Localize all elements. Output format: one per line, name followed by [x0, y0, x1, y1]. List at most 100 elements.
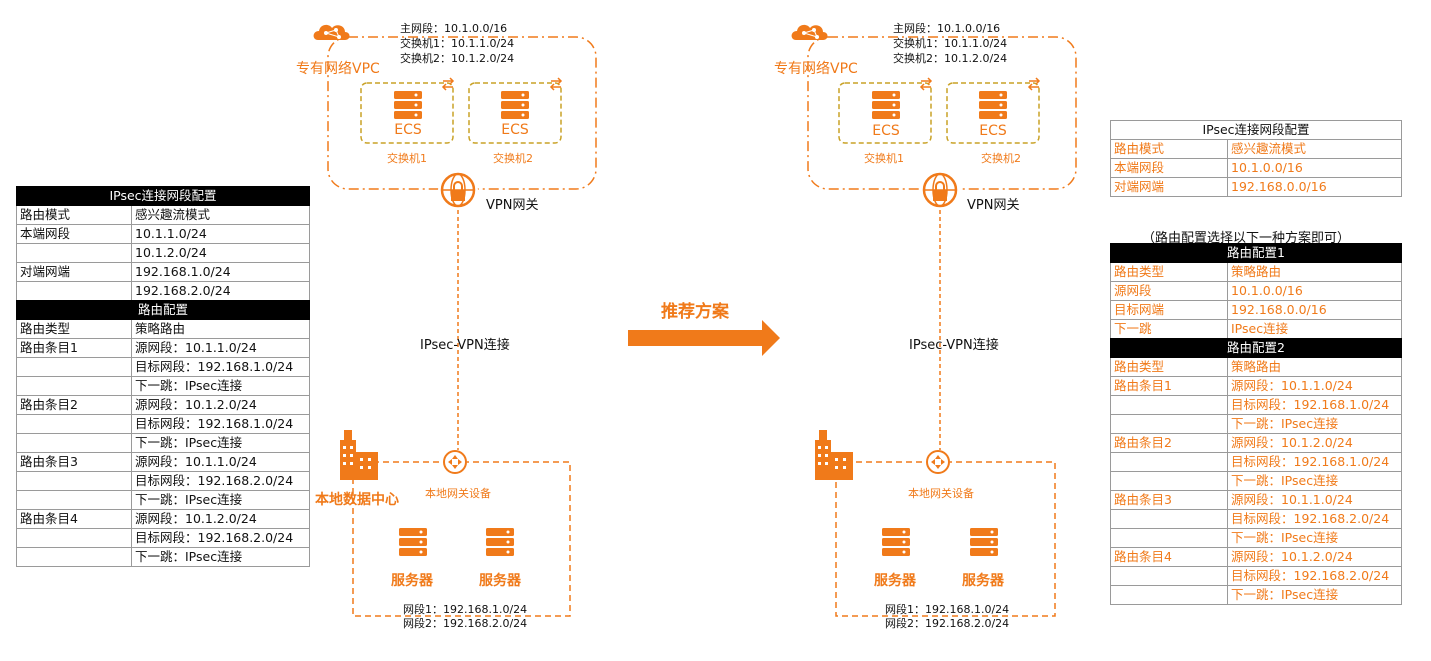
- left-gateway-device-label: 本地网关设备: [425, 487, 491, 500]
- table-row: 下一跳：IPsec连接: [16, 376, 311, 396]
- right-diagram: [791, 24, 1077, 617]
- right-ecs2-label: ECS: [979, 123, 1007, 139]
- table-cell: [16, 471, 132, 491]
- table-cell: 对端网端: [1110, 177, 1228, 197]
- left-building-icon: [340, 430, 378, 480]
- right-route2-table-title: 路由配置2: [1109, 338, 1403, 358]
- right-vpc-boundary: [807, 36, 1077, 190]
- table-row: 目标网段：192.168.2.0/24: [1110, 509, 1403, 529]
- table-cell: 目标网段：192.168.2.0/24: [130, 528, 311, 548]
- table-cell: 10.1.1.0/24: [131, 224, 310, 244]
- table-cell: 路由模式: [1110, 139, 1228, 159]
- right-ecs1-label: ECS: [872, 123, 900, 139]
- right-ipsec-connection-label: IPsec-VPN连接: [909, 338, 999, 353]
- table-cell: 192.168.0.0/16: [1227, 177, 1402, 197]
- table-cell: [16, 433, 132, 453]
- table-cell: 策略路由: [1226, 357, 1403, 377]
- table-cell: 192.168.1.0/24: [131, 262, 310, 282]
- table-cell: [1110, 528, 1228, 548]
- table-cell: 下一跳：IPsec连接: [130, 433, 311, 453]
- table-cell: 路由条目3: [1110, 490, 1228, 510]
- table-cell: 下一跳：IPsec连接: [130, 376, 311, 396]
- table-cell: 感兴趣流模式: [131, 205, 310, 225]
- table-row: 目标网段：192.168.1.0/24: [16, 357, 311, 377]
- left-ipsec-table-title: IPsec连接网段配置: [16, 186, 310, 206]
- left-vpc-boundary: [327, 36, 597, 190]
- table-row: 路由类型策略路由: [1110, 262, 1403, 282]
- table-cell: 感兴趣流模式: [1227, 139, 1402, 159]
- table-row: 下一跳：IPsec连接: [1110, 414, 1403, 434]
- right-vpc-label: 专有网络VPC: [774, 61, 858, 77]
- left-cloud-icon: [313, 24, 350, 41]
- table-cell: [1110, 414, 1228, 434]
- table-cell: 路由类型: [1110, 357, 1228, 377]
- left-vpc-label: 专有网络VPC: [296, 61, 380, 77]
- right-segment1: 网段1：192.168.1.0/24: [885, 603, 1010, 616]
- table-cell: 策略路由: [1226, 262, 1403, 282]
- table-cell: 源网段：10.1.2.0/24: [1226, 547, 1403, 567]
- right-ecs1-server-icon: [872, 91, 900, 119]
- table-cell: 本端网段: [16, 224, 132, 244]
- table-cell: [16, 547, 132, 567]
- left-vpc-switch2-cidr: 交换机2：10.1.2.0/24: [400, 52, 515, 65]
- table-row: 路由类型策略路由: [1110, 357, 1403, 377]
- table-cell: [1110, 452, 1228, 472]
- left-ipsec-connection-label: IPsec-VPN连接: [420, 338, 510, 353]
- table-cell: 路由条目1: [1110, 376, 1228, 396]
- table-cell: 路由条目2: [1110, 433, 1228, 453]
- left-switch1-box: [360, 82, 454, 144]
- recommend-label: 推荐方案: [661, 302, 729, 322]
- table-cell: 目标网端: [1110, 300, 1228, 320]
- table-cell: 源网段：10.1.1.0/24: [1226, 490, 1403, 510]
- table-cell: 目标网段：192.168.2.0/24: [130, 471, 311, 491]
- table-row: 目标网段：192.168.2.0/24: [16, 471, 311, 491]
- left-segment1: 网段1：192.168.1.0/24: [403, 603, 528, 616]
- table-cell: [16, 243, 132, 263]
- table-row: 路由类型策略路由: [16, 319, 311, 339]
- left-idc-label: 本地数据中心: [315, 492, 399, 508]
- table-cell: 下一跳：IPsec连接: [130, 547, 311, 567]
- table-cell: 路由模式: [16, 205, 132, 225]
- left-vpc-switch1-cidr: 交换机1：10.1.1.0/24: [400, 37, 515, 50]
- table-cell: 192.168.2.0/24: [131, 281, 310, 301]
- table-cell: 目标网段：192.168.1.0/24: [1226, 452, 1403, 472]
- right-ecs2-server-icon: [979, 91, 1007, 119]
- right-vpc-info: 主网段：10.1.0.0/16 交换机1：10.1.1.0/24 交换机2：10…: [893, 21, 1007, 66]
- table-cell: 源网段：10.1.1.0/24: [130, 452, 311, 472]
- table-cell: 源网段：10.1.1.0/24: [130, 338, 311, 358]
- left-switch1-label: 交换机1: [387, 152, 427, 165]
- left-vpn-gateway-label: VPN网关: [486, 198, 539, 213]
- left-ecs1-server-icon: [394, 91, 422, 119]
- left-diagram: [313, 24, 597, 617]
- table-row: 192.168.2.0/24: [16, 281, 310, 301]
- right-server2-label: 服务器: [962, 573, 1004, 589]
- left-server2-label: 服务器: [479, 573, 521, 589]
- table-cell: 下一跳：IPsec连接: [1226, 585, 1403, 605]
- recommend-arrow: [628, 320, 780, 356]
- left-server1-icon: [399, 528, 427, 556]
- table-cell: [1110, 566, 1228, 586]
- right-server1-icon: [882, 528, 910, 556]
- right-segments: 网段1：192.168.1.0/24 网段2：192.168.2.0/24: [885, 603, 1009, 631]
- left-idc-boundary: [352, 461, 571, 617]
- table-row: 10.1.2.0/24: [16, 243, 310, 263]
- table-cell: 下一跳：IPsec连接: [1226, 528, 1403, 548]
- table-cell: 下一跳：IPsec连接: [130, 490, 311, 510]
- table-cell: 策略路由: [130, 319, 311, 339]
- table-cell: 源网段：10.1.2.0/24: [1226, 433, 1403, 453]
- table-cell: [16, 490, 132, 510]
- table-cell: 目标网段：192.168.1.0/24: [1226, 395, 1403, 415]
- table-cell: 下一跳：IPsec连接: [1226, 471, 1403, 491]
- table-cell: [1110, 395, 1228, 415]
- table-cell: 源网段：10.1.1.0/24: [1226, 376, 1403, 396]
- table-cell: 下一跳: [1110, 319, 1228, 339]
- table-cell: [16, 281, 132, 301]
- table-cell: [1110, 585, 1228, 605]
